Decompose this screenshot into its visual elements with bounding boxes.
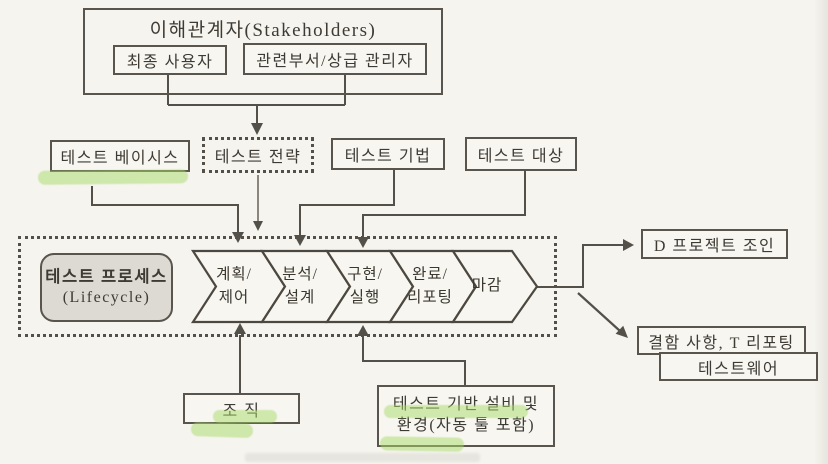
testware-label: 테스트웨어 xyxy=(697,360,780,378)
phase-1-line2: 제어 xyxy=(218,288,250,306)
infra-label-line1: 테스트 기반 설비 및 xyxy=(392,396,540,414)
test-technique-box: 테스트 기법 xyxy=(331,138,445,170)
phase-2-line2: 설계 xyxy=(284,288,316,306)
stakeholders-box: 이해관계자(Stakeholders) xyxy=(83,8,443,95)
defect-report-label: 결함 사항, T 리포팅 xyxy=(648,334,795,352)
test-strategy-box: 테스트 전략 xyxy=(202,137,314,173)
phase-3-line2: 실행 xyxy=(349,288,381,306)
phase-plan-control: 계획/ 제어 xyxy=(202,253,266,320)
related-dept-box: 관련부서/상급 관리자 xyxy=(243,43,427,75)
phase-complete-report: 완료/ 리포팅 xyxy=(397,253,463,320)
arrow-exit-elbow xyxy=(537,244,624,288)
phase-closure: 마감 xyxy=(458,251,516,322)
phase-implement-execute: 구현/ 실행 xyxy=(334,253,396,320)
project-join-label: D 프로젝트 조인 xyxy=(653,238,776,255)
defect-report-box: 결함 사항, T 리포팅 xyxy=(637,326,806,355)
phase-5-line1: 마감 xyxy=(471,277,503,295)
testware-box: 테스트웨어 xyxy=(659,352,818,381)
phase-chevron-5 xyxy=(450,249,539,324)
phase-4-line1: 완료/ xyxy=(412,266,448,284)
phase-4-line2: 리포팅 xyxy=(407,288,453,306)
test-technique-label: 테스트 기법 xyxy=(344,148,432,165)
arrow-exit-diagonal xyxy=(577,292,621,332)
test-basis-label: 테스트 베이시스 xyxy=(60,150,180,167)
arrow-test-technique-path xyxy=(299,170,395,236)
related-dept-label: 관련부서/상급 관리자 xyxy=(256,53,414,70)
process-container-box xyxy=(18,236,557,337)
project-join-box: D 프로젝트 조인 xyxy=(641,229,788,259)
stakeholders-connector xyxy=(167,75,346,126)
arrow-test-target-path xyxy=(362,171,526,238)
arrowhead-target xyxy=(357,237,369,248)
arrowhead-to-strategy-box xyxy=(251,123,263,135)
phase-1-line1: 계획/ xyxy=(216,266,252,284)
phase-analysis-design: 분석/ 설계 xyxy=(269,253,331,320)
test-target-box: 테스트 대상 xyxy=(465,137,577,171)
phase-3-line1: 구현/ xyxy=(347,266,383,284)
stakeholders-title: 이해관계자(Stakeholders) xyxy=(149,20,377,41)
test-basis-box: 테스트 베이시스 xyxy=(50,140,190,172)
phase-2-line1: 분석/ xyxy=(282,266,318,284)
end-user-label: 최종 사용자 xyxy=(126,54,214,71)
caption-remnant xyxy=(245,453,480,462)
arrowhead-organization xyxy=(234,323,246,334)
arrowhead-defect xyxy=(615,325,628,338)
infra-box: 테스트 기반 설비 및 환경(자동 툴 포함) xyxy=(377,385,555,447)
organization-label: 조 직 xyxy=(222,402,261,420)
organization-box: 조 직 xyxy=(183,393,300,424)
arrow-test-basis-path xyxy=(91,186,239,233)
arrowhead-strategy xyxy=(253,221,263,231)
lifecycle-box: 테스트 프로세스 (Lifecycle) xyxy=(40,253,173,322)
test-strategy-label: 테스트 전략 xyxy=(214,149,302,166)
infra-label-line2: 환경(자동 툴 포함) xyxy=(396,417,536,434)
arrow-infra-path xyxy=(362,337,466,385)
arrowhead-project-join xyxy=(623,239,634,251)
lifecycle-title-line1: 테스트 프로세스 xyxy=(45,267,168,287)
end-user-box: 최종 사용자 xyxy=(113,45,227,75)
lifecycle-title-line2: (Lifecycle) xyxy=(62,288,151,306)
arrowhead-infra xyxy=(357,325,369,336)
test-target-label: 테스트 대상 xyxy=(477,148,565,165)
